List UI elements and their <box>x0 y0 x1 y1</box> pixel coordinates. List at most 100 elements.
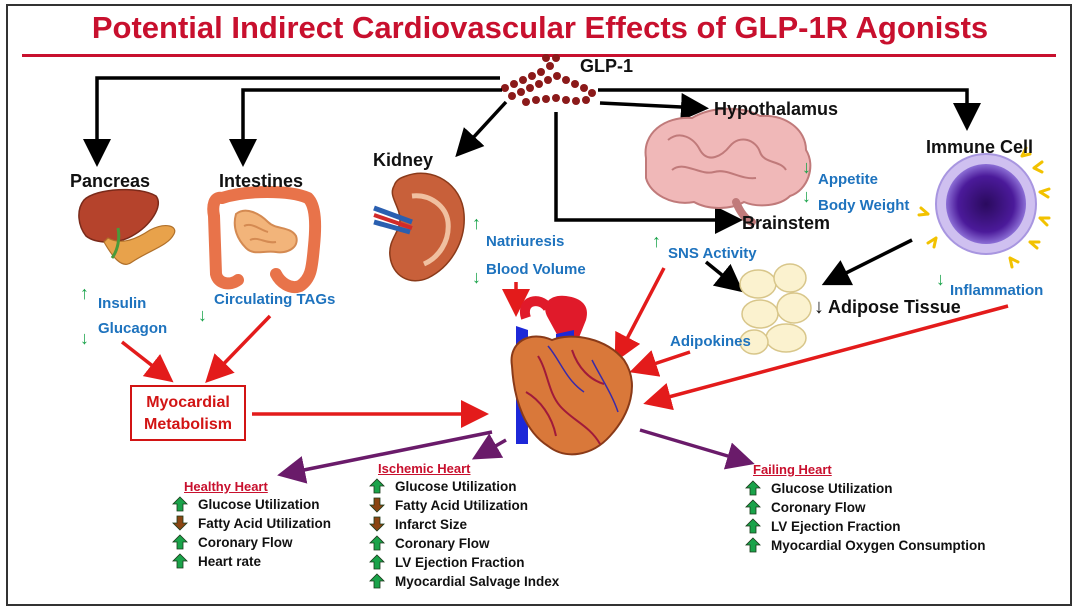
arrow-to-hypothalamus <box>599 92 709 121</box>
outcome-item: Fatty Acid Utilization <box>172 515 331 531</box>
myocardial-metabolism-line-1: Myocardial <box>146 394 230 411</box>
glp1-arrows <box>83 76 981 293</box>
outcome-item-label: Glucose Utilization <box>771 480 893 496</box>
adipose-tissue-label: Adipose Tissue <box>828 297 961 317</box>
up-arrow-icon <box>745 537 761 553</box>
outcome-item-label: Coronary Flow <box>771 499 866 515</box>
immune-cell-label: Immune Cell <box>926 137 1034 157</box>
outcome-item: LV Ejection Fraction <box>369 554 525 570</box>
arrow-pancreas-to-metabolism <box>120 340 174 383</box>
up-arrow-icon <box>369 554 385 570</box>
arrow-to-intestines <box>229 88 502 167</box>
outcome-item: Glucose Utilization <box>172 496 320 512</box>
glucagon-label: Glucagon <box>98 320 168 337</box>
figure-title: Potential Indirect Cardiovascular Effect… <box>91 10 989 45</box>
adipose-down-arrow: ↓ <box>814 296 824 318</box>
circulating-tags-down-arrow: ↓ <box>198 305 207 325</box>
purple-arrows <box>277 428 755 484</box>
glp1-label: GLP-1 <box>580 56 634 76</box>
down-arrow-icon <box>369 516 385 532</box>
outcome-item-label: Fatty Acid Utilization <box>395 497 529 513</box>
arrow-to-pancreas <box>83 76 500 167</box>
insulin-up-arrow: ↑ <box>80 283 89 303</box>
body-weight-down-arrow: ↓ <box>802 186 811 206</box>
blood-volume-down-arrow: ↓ <box>472 267 481 287</box>
title-underline <box>22 54 1056 57</box>
brainstem-label: Brainstem <box>742 213 831 233</box>
outcome-item-label: Myocardial Oxygen Consumption <box>771 537 986 553</box>
outcome-item: Coronary Flow <box>745 499 866 515</box>
glp1-molecule <box>501 54 596 106</box>
outcome-item: Glucose Utilization <box>745 480 893 496</box>
adipose-tissue-illustration <box>739 263 812 355</box>
arrow-to-kidney <box>455 100 508 158</box>
healthy-heart-title: Healthy Heart <box>184 479 268 494</box>
up-arrow-icon <box>369 535 385 551</box>
outcome-item-label: Myocardial Salvage Index <box>395 573 560 589</box>
blood-volume-label: Blood Volume <box>486 261 586 278</box>
intestines-illustration <box>207 186 322 293</box>
appetite-down-arrow: ↓ <box>802 157 811 177</box>
circulating-tags-label: Circulating TAGs <box>214 291 336 308</box>
insulin-label: Insulin <box>98 295 147 312</box>
outcome-item: Coronary Flow <box>369 535 490 551</box>
outcome-item-label: Fatty Acid Utilization <box>198 515 332 531</box>
arrow-to-ischemic-heart <box>471 433 507 460</box>
up-arrow-icon <box>172 553 188 569</box>
appetite-label: Appetite <box>818 171 878 188</box>
sns-activity-up-arrow: ↑ <box>652 231 661 251</box>
outcome-item: Glucose Utilization <box>369 478 517 494</box>
up-arrow-icon <box>172 534 188 550</box>
adipokines-label: Adipokines <box>670 333 751 350</box>
inflammation-label: Inflammation <box>950 282 1044 299</box>
outcome-item-label: Infarct Size <box>395 516 468 532</box>
up-arrow-icon <box>172 496 188 512</box>
outcome-item-label: Glucose Utilization <box>198 496 320 512</box>
hypothalamus-label: Hypothalamus <box>714 99 839 119</box>
immune-cell-illustration <box>917 146 1051 269</box>
down-arrow-icon <box>369 497 385 513</box>
kidney-label: Kidney <box>373 150 434 170</box>
arrow-inflammation-to-heart <box>643 304 1009 411</box>
down-arrow-icon <box>172 515 188 531</box>
arrow-to-failing-heart <box>639 428 755 470</box>
arrow-sns-to-adipose <box>704 260 744 293</box>
outcome-item-label: Heart rate <box>198 553 262 569</box>
kidney-illustration <box>373 172 465 282</box>
natriuresis-up-arrow: ↑ <box>472 213 481 233</box>
sns-activity-label: SNS Activity <box>668 245 757 262</box>
outcome-item-label: Coronary Flow <box>198 534 293 550</box>
up-arrow-icon <box>745 499 761 515</box>
brain-illustration <box>644 107 812 226</box>
outcome-item: Infarct Size <box>369 516 467 532</box>
arrow-to-brainstem <box>554 112 743 234</box>
inflammation-down-arrow: ↓ <box>936 269 945 289</box>
arrow-to-immune-cell <box>598 88 981 131</box>
intestines-label: Intestines <box>219 171 304 191</box>
pancreas-illustration <box>78 188 176 265</box>
outcome-item: Fatty Acid Utilization <box>369 497 528 513</box>
arrow-sns-to-heart <box>614 267 666 363</box>
up-arrow-icon <box>745 518 761 534</box>
outcome-item: Myocardial Salvage Index <box>369 573 559 589</box>
myocardial-metabolism-line-2: Metabolism <box>143 416 232 433</box>
glucagon-down-arrow: ↓ <box>80 328 89 348</box>
arrow-immune-to-adipose <box>821 238 913 286</box>
up-arrow-icon <box>369 573 385 589</box>
outcome-item-label: LV Ejection Fraction <box>395 554 525 570</box>
arrow-to-healthy-heart <box>277 430 493 484</box>
red-arrows <box>120 267 1009 428</box>
failing-heart-title: Failing Heart <box>753 462 832 477</box>
outcome-item-label: Coronary Flow <box>395 535 490 551</box>
outcome-item-label: Glucose Utilization <box>395 478 517 494</box>
ischemic-heart-title: Ischemic Heart <box>378 461 471 476</box>
outcome-item: LV Ejection Fraction <box>745 518 901 534</box>
figure-frame <box>6 4 1072 606</box>
natriuresis-label: Natriuresis <box>486 233 565 250</box>
heart-illustration <box>510 295 633 456</box>
outcome-item: Heart rate <box>172 553 261 569</box>
body-weight-label: Body Weight <box>818 197 910 214</box>
up-arrow-icon <box>745 480 761 496</box>
outcome-item-label: LV Ejection Fraction <box>771 518 901 534</box>
